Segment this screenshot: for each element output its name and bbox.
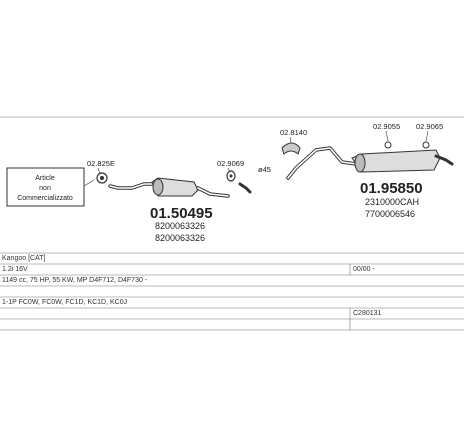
clamp-left-part: 02.825E bbox=[87, 159, 115, 184]
mid-clamp-part: 02.9069 bbox=[217, 159, 252, 194]
rear-silencer-oe-number-2: 7700006546 bbox=[365, 209, 415, 219]
not-commercialized-line-3: Commercializzato bbox=[17, 195, 73, 202]
front-pipe-code: 01.50495 bbox=[150, 205, 213, 222]
catalog-code-cell: C280131 bbox=[353, 310, 382, 317]
body-cell: 1-1P FC0W, FC0W, FC1D, KC1D, KC0J bbox=[2, 299, 128, 306]
rear-pipe-part bbox=[286, 146, 358, 180]
model-cell: Kangoo [CAT] bbox=[2, 255, 46, 262]
rear-clamp-1-code: 02.9055 bbox=[373, 122, 400, 131]
date-cell: 00/00 - bbox=[353, 266, 375, 273]
spec-cell: 1149 cc, 75 HP, 55 KW, MP D4F712, D4F730… bbox=[2, 277, 148, 284]
not-commercialized-line-1: Article bbox=[35, 175, 55, 182]
hanger-code: 02.8140 bbox=[280, 128, 307, 137]
not-commercialized-line-2: non bbox=[39, 185, 51, 192]
rear-silencer-oe-number-1: 2310000CAH bbox=[365, 197, 419, 207]
diameter-label: ø45 bbox=[258, 165, 271, 174]
front-pipe-part: 01.50495 8200063326 8200063326 bbox=[108, 177, 230, 243]
rear-clamp-2-code: 02.9065 bbox=[416, 122, 443, 131]
rear-silencer-code: 01.95850 bbox=[360, 180, 423, 197]
info-table-lines bbox=[0, 116, 464, 331]
engine-cell: 1.2i 16V bbox=[2, 266, 28, 273]
mid-clamp-code: 02.9069 bbox=[217, 159, 244, 168]
hanger-part: 02.8140 bbox=[280, 128, 307, 155]
front-pipe-oe-number-1: 8200063326 bbox=[155, 221, 205, 231]
front-pipe-oe-number-2: 8200063326 bbox=[155, 233, 205, 243]
rear-silencer-part: 02.9055 02.9065 01.95850 2310000CAH 7700… bbox=[351, 122, 454, 219]
not-commercialized-box: Article non Commercializzato bbox=[6, 167, 85, 207]
clamp-left-code: 02.825E bbox=[87, 159, 115, 168]
